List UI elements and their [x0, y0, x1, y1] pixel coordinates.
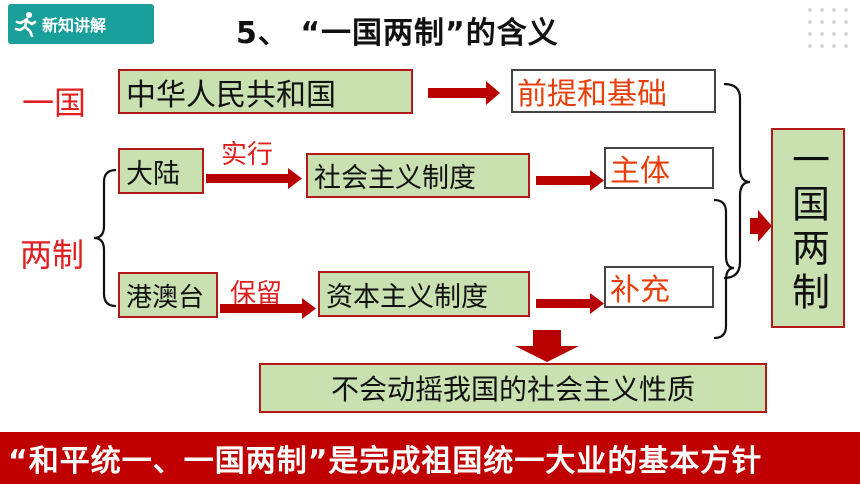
box-main-body: 主体: [604, 147, 714, 189]
policy-banner: “和平统一、一国两制”是完成祖国统一大业的基本方针: [0, 432, 860, 484]
arrow-mainland-to-socialist: [206, 168, 302, 189]
right-brace-lower: [713, 198, 735, 340]
arrow-prc-to-premise: [428, 81, 500, 105]
box-result: 不会动摇我国的社会主义性质: [259, 363, 767, 413]
page-title: 5、 “一国两制”的含义: [236, 16, 559, 51]
box-mainland: 大陆: [118, 148, 204, 194]
left-brace: [93, 168, 117, 308]
box-hk-macao-taiwan: 港澳台: [118, 272, 218, 318]
box-supplement: 补充: [604, 266, 714, 308]
box-one-country-two-systems: 一国两制: [771, 128, 845, 328]
box-prc: 中华人民共和国: [118, 69, 413, 114]
box-capitalist-system: 资本主义制度: [318, 271, 530, 317]
box-socialist-system: 社会主义制度: [306, 153, 530, 198]
policy-text: “和平统一、一国两制”是完成祖国统一大业的基本方针: [8, 444, 763, 479]
arrow-to-summary: [750, 210, 772, 242]
vertical-summary-text: 一国两制: [785, 140, 830, 316]
dot-grid-icon: [808, 8, 848, 48]
arrow-capitalist-to-supplement: [536, 293, 604, 314]
label-one-country: 一国: [22, 84, 87, 122]
arrow-down-to-result: [515, 330, 579, 362]
arrow-hk-to-capitalist: [220, 298, 316, 319]
right-brace-top: [723, 82, 751, 280]
runner-icon: [8, 4, 42, 44]
section-badge: 新知讲解: [8, 4, 154, 44]
badge-label: 新知讲解: [42, 16, 107, 35]
arrow-socialist-to-main: [536, 170, 604, 191]
label-implement: 实行: [221, 140, 274, 170]
box-premise-foundation: 前提和基础: [511, 69, 716, 113]
label-two-systems: 两制: [20, 236, 85, 274]
